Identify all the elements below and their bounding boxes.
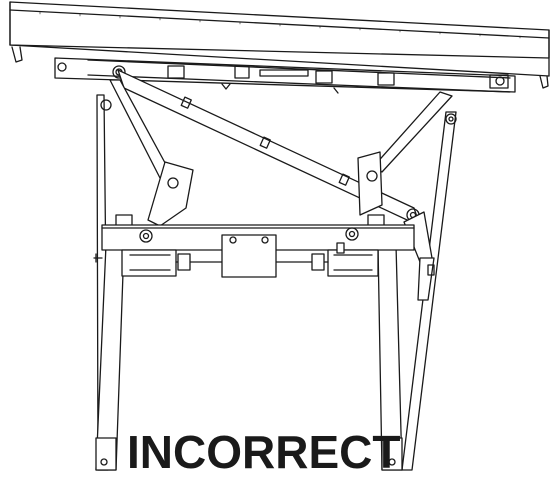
top-rail [9, 1, 550, 89]
right-support-arm [357, 91, 453, 216]
left-support-arm [109, 79, 194, 227]
top-mount-bracket [54, 57, 516, 94]
incorrect-label: INCORRECT [127, 426, 401, 478]
center-mount-plate [221, 234, 277, 278]
front-left-leg [95, 244, 125, 471]
front-right-leg [377, 244, 403, 471]
